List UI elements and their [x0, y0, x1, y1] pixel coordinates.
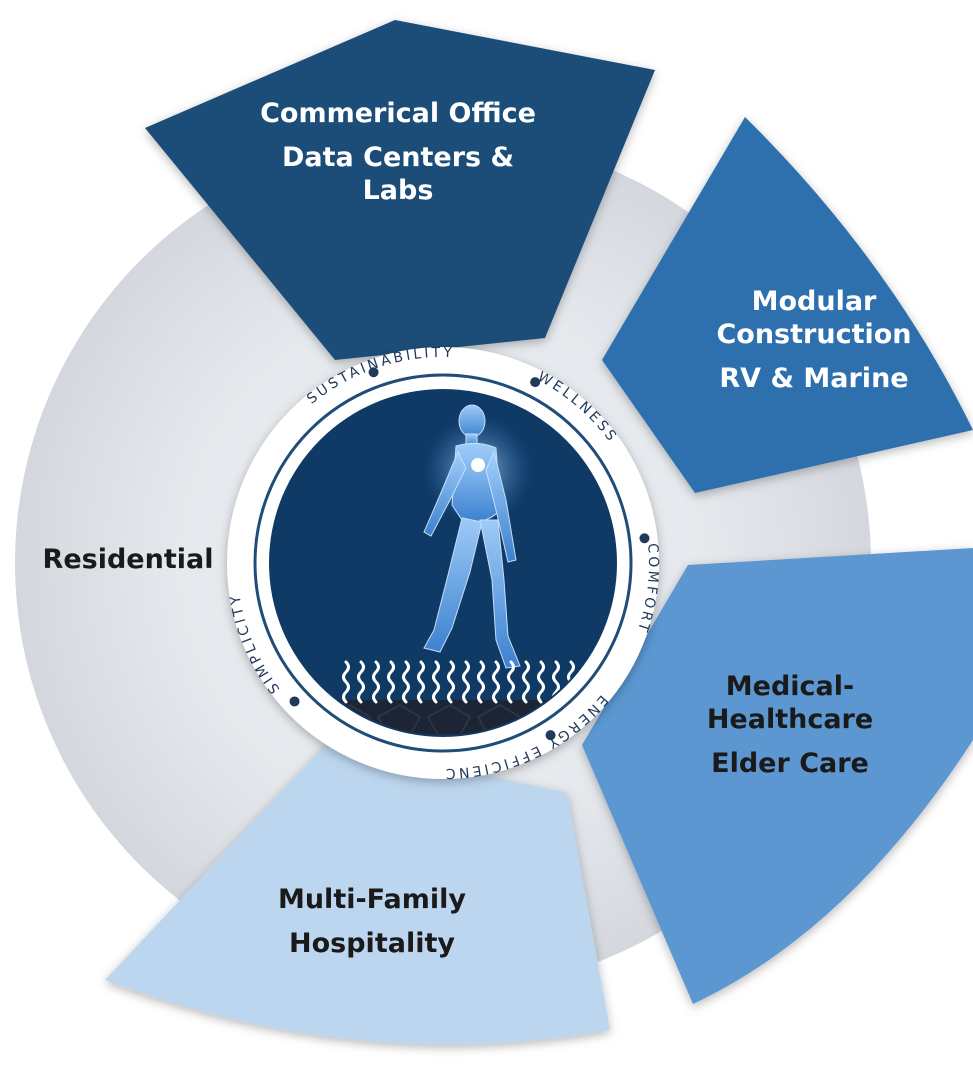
- segment-modular: [602, 117, 973, 493]
- segment-commercial: [145, 20, 655, 360]
- heat-wave-line: [417, 660, 425, 704]
- segment-multifamily: [105, 742, 610, 1045]
- badge-ring-separators: [289, 367, 650, 741]
- heat-wave-line: [507, 660, 515, 704]
- heat-wave-line: [357, 660, 365, 704]
- ring-separator-dot: [368, 367, 379, 378]
- segment-label-line: Data Centers &: [282, 142, 514, 173]
- segment-label-line: Labs: [363, 175, 434, 206]
- heat-wave-line: [492, 660, 500, 704]
- heat-wave-line: [402, 660, 410, 704]
- heat-wave-line: [447, 660, 455, 704]
- segment-label-line: Multi-Family: [278, 884, 466, 915]
- ring-separator-dot: [545, 730, 556, 741]
- walking-human-figure-icon: [423, 404, 533, 669]
- heat-wave-line: [432, 660, 440, 704]
- ring-separator-dot: [530, 377, 541, 388]
- heat-wave-line: [387, 660, 395, 704]
- heat-wave-line: [462, 660, 470, 704]
- badge-image: [271, 391, 615, 735]
- ring-separator-dot: [639, 533, 650, 544]
- segment-label-residential: Residential: [43, 544, 214, 575]
- segment-label-line: Residential: [43, 544, 214, 575]
- heat-wave-line: [372, 660, 380, 704]
- segment-label-line: Construction: [716, 319, 911, 350]
- ring-separator-dot: [289, 696, 300, 707]
- badge-ring-border: [253, 373, 633, 753]
- heat-wave-line: [522, 660, 530, 704]
- segment-label-line: Commerical Office: [260, 98, 536, 129]
- heat-wave-line: [342, 660, 350, 704]
- heat-wave-line: [477, 660, 485, 704]
- segment-label-line: Hospitality: [289, 928, 455, 959]
- segment-label-line: Medical-: [726, 671, 854, 702]
- segment-medical: [582, 548, 973, 1004]
- segments-layer: [105, 20, 973, 1045]
- heat-wave-line: [537, 660, 545, 704]
- segment-label-line: RV & Marine: [719, 363, 908, 394]
- segment-label-line: Modular: [752, 286, 877, 317]
- segment-label-line: Healthcare: [707, 704, 873, 735]
- segment-label-line: Elder Care: [711, 748, 869, 779]
